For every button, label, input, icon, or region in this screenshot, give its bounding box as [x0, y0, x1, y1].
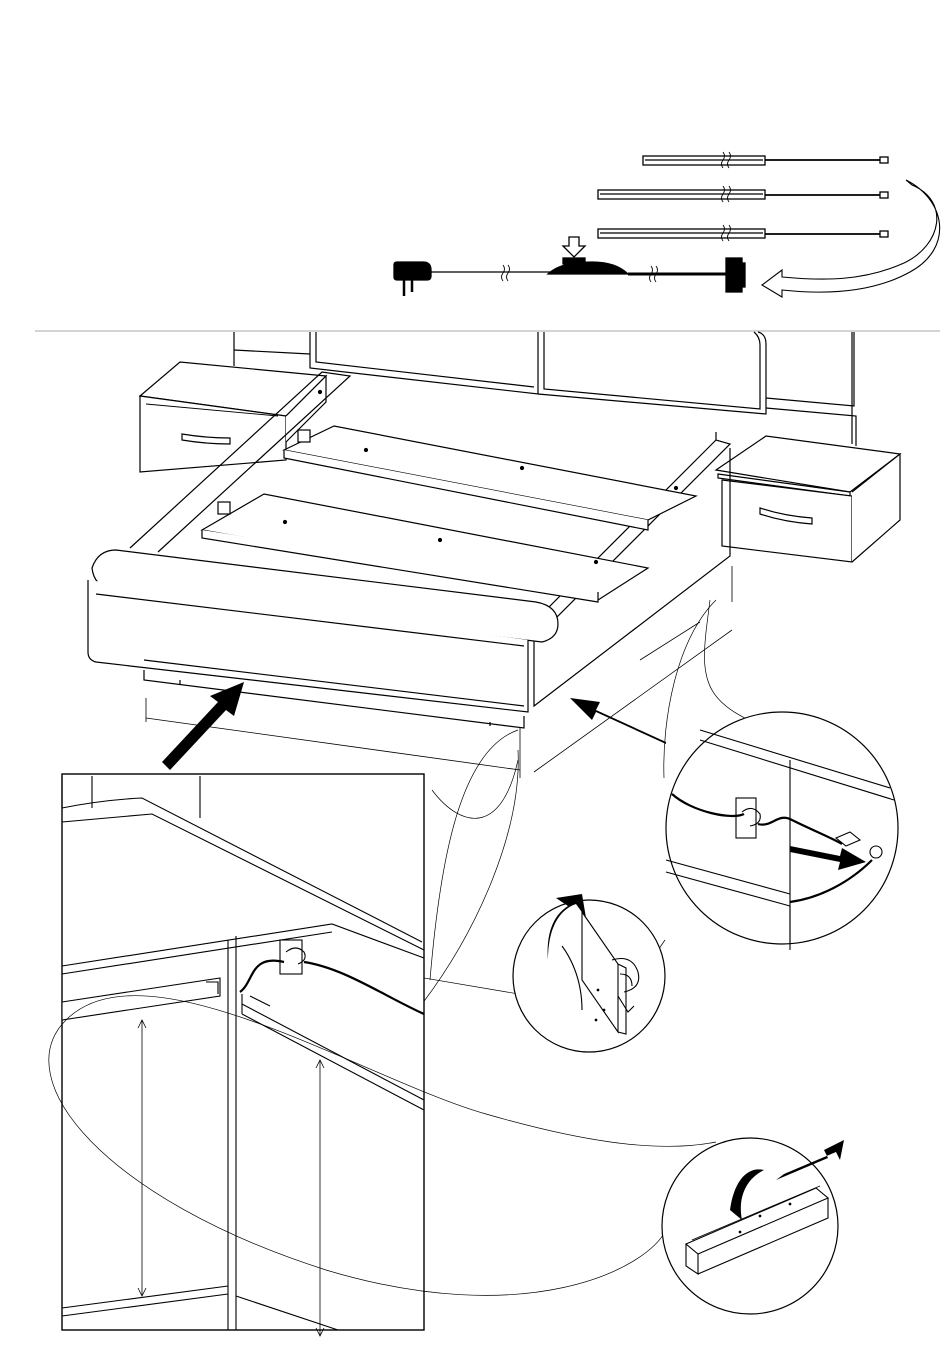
insert-arrow-left — [162, 682, 244, 770]
wiring-kit — [394, 152, 940, 297]
led-strip-2 — [598, 186, 888, 202]
led-strip-3 — [598, 225, 888, 241]
clip-circle-right — [666, 712, 898, 950]
distribution-box — [726, 258, 745, 292]
nightstand-right — [716, 436, 900, 562]
bed-frame — [88, 332, 900, 778]
cable-clip-detail — [49, 774, 716, 1336]
led-strip-1 — [643, 152, 888, 168]
curved-arrow-icon — [762, 180, 940, 297]
adhesive-clip-circle — [513, 894, 665, 1052]
plug-icon — [394, 262, 431, 296]
insert-arrow-right — [570, 698, 666, 744]
cable-break-icon — [502, 265, 510, 281]
press-arrow-icon — [563, 237, 585, 257]
adhesive-strip-circle — [662, 1138, 844, 1314]
inline-switch — [548, 258, 628, 274]
